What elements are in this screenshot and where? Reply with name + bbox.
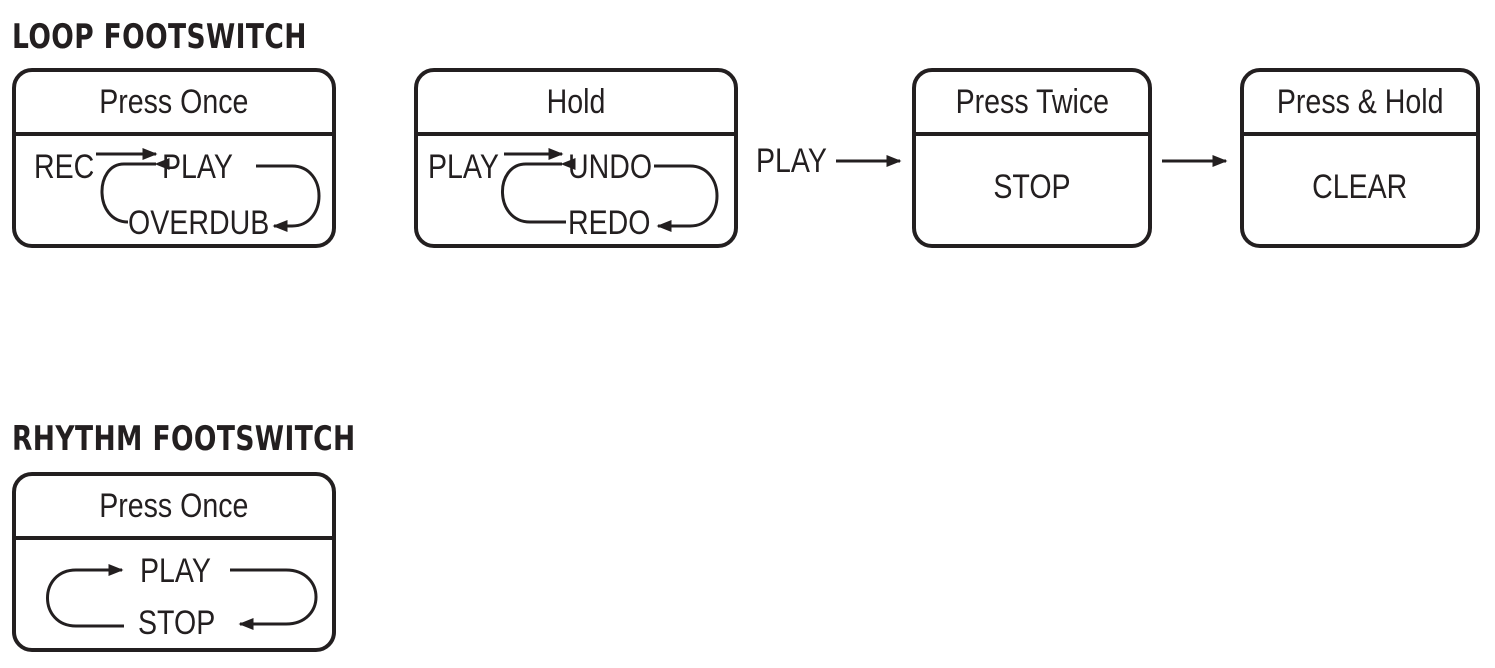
rhythm-press-once-header: Press Once [16, 476, 332, 540]
rhythm-press-once-label: Press Once [99, 487, 249, 525]
loop-record-cycle-arrows [96, 148, 321, 232]
hold-redo-label: REDO [568, 204, 651, 242]
loop-press-twice-label: Press Twice [955, 83, 1109, 121]
loop-rec-label: REC [34, 148, 95, 186]
loop-hold-header: Hold [418, 72, 734, 136]
loop-undo-cycle-arrows [501, 148, 719, 232]
loop-play-label: PLAY [162, 148, 233, 186]
rhythm-play-label: PLAY [140, 552, 211, 590]
loop-footswitch-title: LOOP FOOTSWITCH [12, 17, 307, 57]
loop-press-twice-body: STOP [916, 136, 1148, 244]
loop-press-hold-body: CLEAR [1244, 136, 1476, 244]
loop-press-twice-box: Press Twice STOP [912, 68, 1152, 248]
rhythm-press-once-body: PLAY STOP [16, 540, 332, 648]
loop-stop-label: STOP [993, 168, 1071, 206]
loop-hold-body: PLAY UNDO REDO [418, 136, 734, 244]
loop-press-once-label: Press Once [99, 83, 249, 121]
connector-arrow-to-clear [1162, 155, 1228, 167]
hold-play-label: PLAY [428, 148, 499, 186]
hold-undo-label: UNDO [568, 148, 653, 186]
loop-clear-label: CLEAR [1312, 168, 1408, 206]
rhythm-play-stop-cycle-arrows [46, 564, 318, 630]
connector-arrow-to-stop [836, 155, 902, 167]
stop-to-play-arrow [46, 564, 124, 628]
rhythm-stop-label: STOP [138, 604, 216, 642]
loop-press-once-header: Press Once [16, 72, 332, 136]
loop-press-hold-label: Press & Hold [1276, 83, 1444, 121]
undo-to-redo-arrow [654, 164, 719, 232]
rhythm-press-once-box: Press Once PLAY STOP [12, 472, 336, 652]
redo-to-undo-return-arrow [501, 158, 576, 224]
loop-overdub-label: OVERDUB [128, 204, 270, 242]
loop-hold-box: Hold PLAY UNDO REDO [414, 68, 738, 248]
loop-hold-label: Hold [546, 83, 606, 121]
loop-press-once-body: REC PLAY OVERDUB [16, 136, 332, 244]
overdub-to-play-return-arrow [100, 158, 170, 224]
loop-press-once-box: Press Once REC PLAY OVERDUB [12, 68, 336, 248]
rhythm-footswitch-title: RHYTHM FOOTSWITCH [12, 419, 356, 459]
connector-play-label: PLAY [756, 142, 827, 180]
loop-press-hold-header: Press & Hold [1244, 72, 1476, 136]
loop-press-twice-header: Press Twice [916, 72, 1148, 136]
play-to-stop-arrow [230, 568, 318, 630]
play-to-overdub-arrow [256, 164, 321, 232]
loop-press-hold-box: Press & Hold CLEAR [1240, 68, 1480, 248]
